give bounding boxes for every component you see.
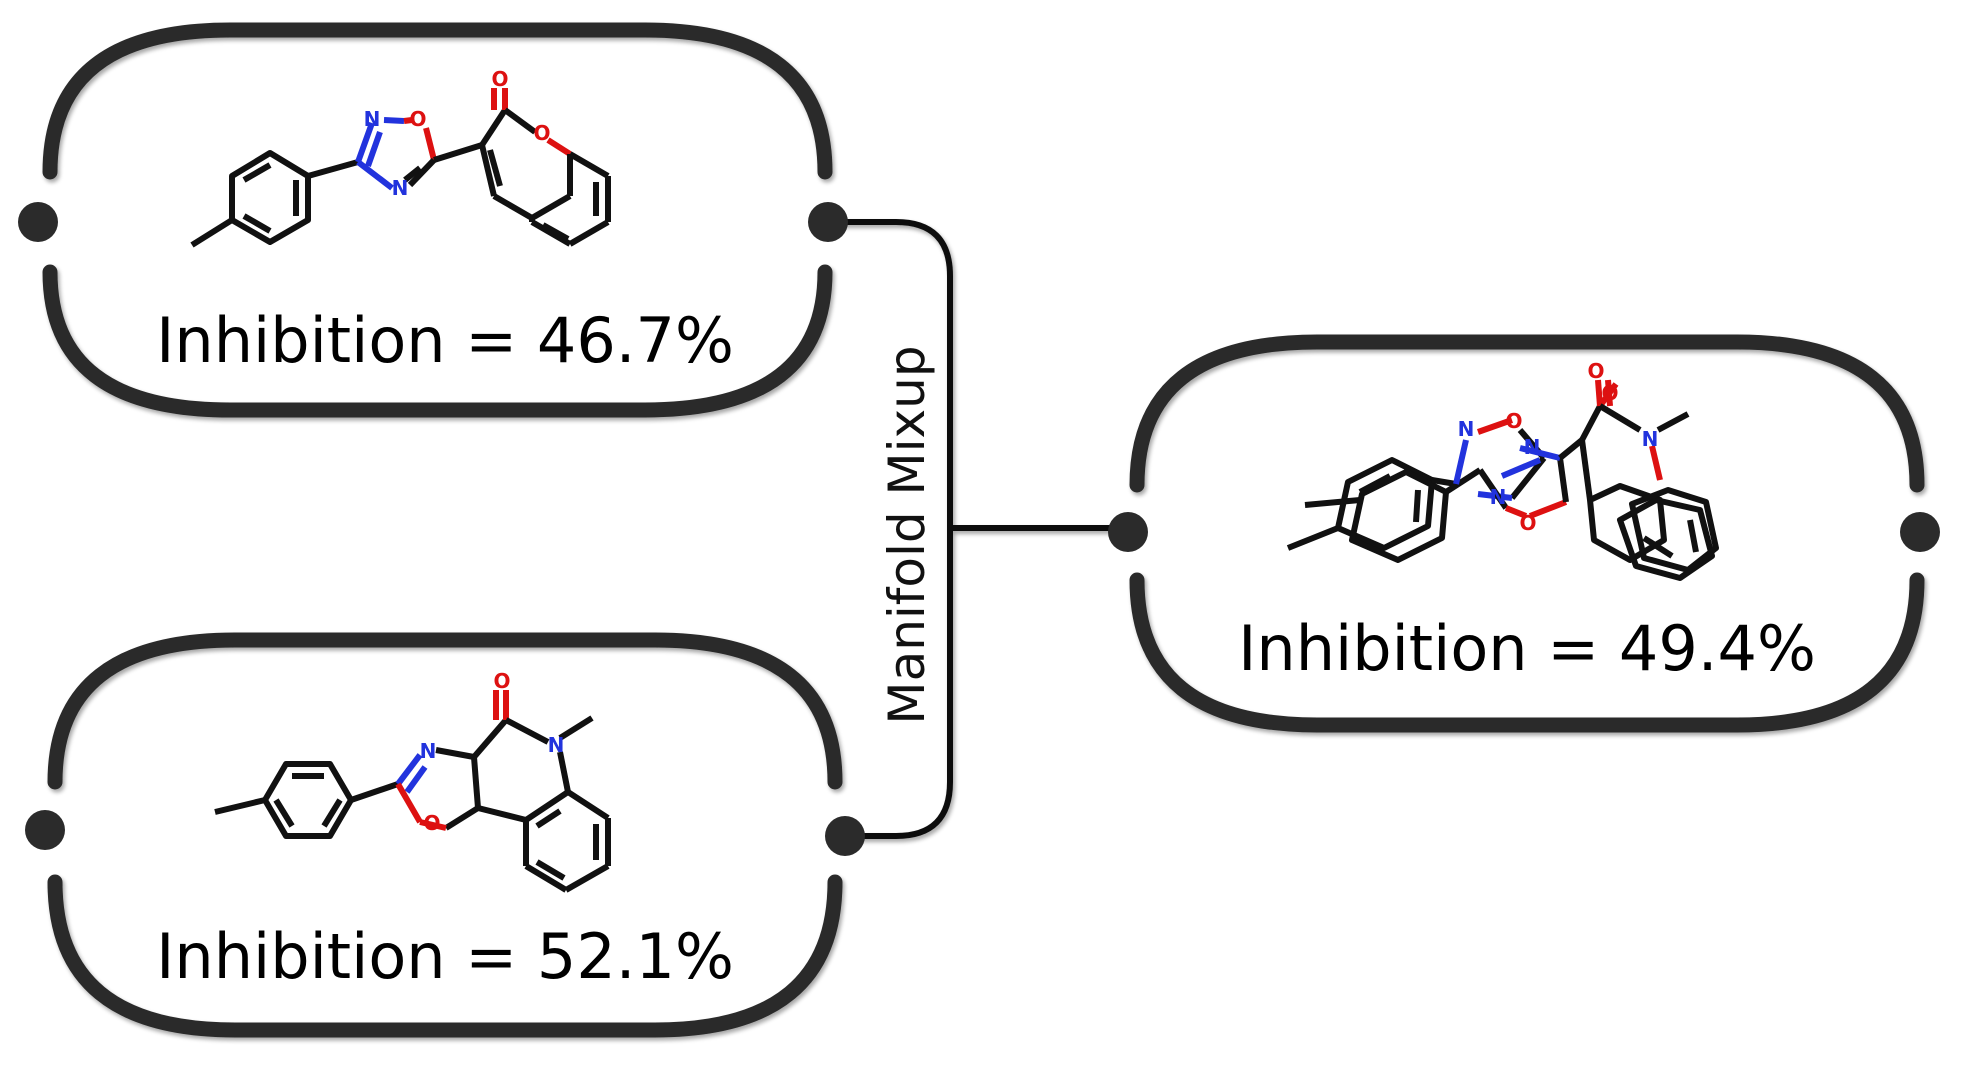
molecule-structure xyxy=(1286,379,1719,581)
molecule-structure xyxy=(214,690,611,893)
capsule-outline xyxy=(1129,334,1925,733)
atom-o: O xyxy=(1519,511,1536,535)
atom-n: N xyxy=(420,739,437,763)
port-right xyxy=(1900,512,1940,552)
inhibition-label: Inhibition = 49.4% xyxy=(1238,612,1816,685)
atom-n: N xyxy=(548,733,565,757)
port-right xyxy=(825,816,865,856)
atom-o: O xyxy=(533,121,550,145)
atom-n: N xyxy=(1524,435,1541,459)
atom-n: N xyxy=(1458,417,1475,441)
molecule-card-bottom: N O O N Inhibition = 52.1% xyxy=(25,632,865,1038)
connector-label: Manifold Mixup xyxy=(878,345,936,724)
atom-o: O xyxy=(1505,409,1522,433)
molecule-structure xyxy=(190,88,611,248)
port-left xyxy=(18,202,58,242)
manifold-mixup-connector xyxy=(828,219,1110,839)
atom-n: N xyxy=(392,176,409,200)
atom-o: O xyxy=(1601,381,1618,405)
atom-n: N xyxy=(1642,427,1659,451)
inhibition-label: Inhibition = 46.7% xyxy=(156,304,734,377)
capsule-outline xyxy=(42,22,833,418)
capsule-outline xyxy=(47,632,843,1038)
molecule-card-mixed: N O N N O O O N Inhibition = 49.4% xyxy=(1108,334,1940,733)
atom-labels: N O O N xyxy=(420,669,565,835)
port-right xyxy=(808,202,848,242)
atom-o: O xyxy=(1587,359,1604,383)
inhibition-label: Inhibition = 52.1% xyxy=(156,920,734,993)
atom-o: O xyxy=(491,67,508,91)
molecule-card-top: N O N O O Inhibition = 46.7% xyxy=(18,22,848,418)
port-left xyxy=(25,810,65,850)
atom-o: O xyxy=(493,669,510,693)
port-left xyxy=(1108,512,1148,552)
atom-labels: N O N N O O O N xyxy=(1458,359,1659,535)
atom-labels: N O N O O xyxy=(364,67,551,200)
atom-o: O xyxy=(423,811,440,835)
atom-n: N xyxy=(1490,485,1507,509)
atom-n: N xyxy=(364,107,381,131)
atom-o: O xyxy=(409,107,426,131)
